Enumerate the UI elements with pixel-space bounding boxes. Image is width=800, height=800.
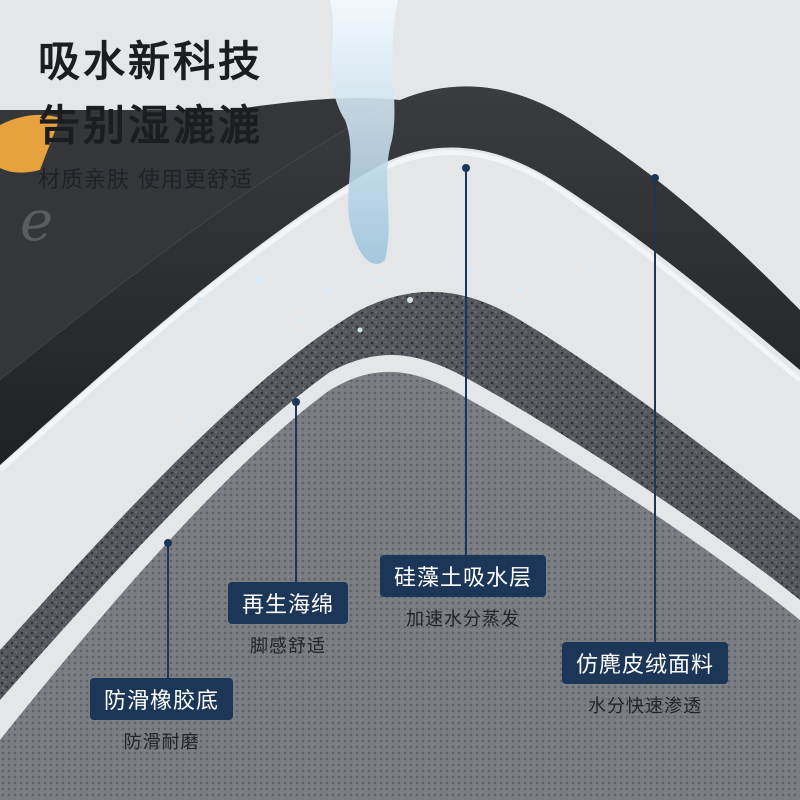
pointer-lines [167,168,656,682]
mat-print-surface [0,98,400,380]
headline-line-1: 吸水新科技 [38,37,264,86]
callout-diatom: 硅藻土吸水层 加速水分蒸发 [380,555,547,631]
water-stream-shape [330,0,398,264]
layer-edge-line [0,150,800,472]
microsuede-layer-shape [0,86,800,466]
foam-layer-shape [0,291,800,700]
water-droplets [128,197,592,423]
callout-rubber-label: 防滑橡胶底 [90,678,234,720]
headline-subline: 材质亲肤 使用更舒适 [38,168,253,193]
callout-foam-desc: 脚感舒适 [250,636,326,657]
callout-diatom-desc: 加速水分蒸发 [406,609,520,630]
mat-print-script: e [20,189,53,254]
callout-diatom-label: 硅藻土吸水层 [380,555,547,597]
callout-microsuede-desc: 水分快速渗透 [588,696,702,717]
callout-microsuede-label: 仿麂皮绒面料 [562,642,729,684]
pointer-dots [164,164,659,547]
callout-rubber-desc: 防滑耐磨 [123,732,200,753]
mat-print-decoration [0,114,60,173]
callout-foam-label: 再生海绵 [228,582,349,624]
headline-line-2: 告别湿漉漉 [38,101,264,150]
callout-rubber: 防滑橡胶底 防滑耐磨 [90,678,234,754]
callout-foam: 再生海绵 脚感舒适 [228,582,349,658]
callout-microsuede: 仿麂皮绒面料 水分快速渗透 [562,642,729,718]
